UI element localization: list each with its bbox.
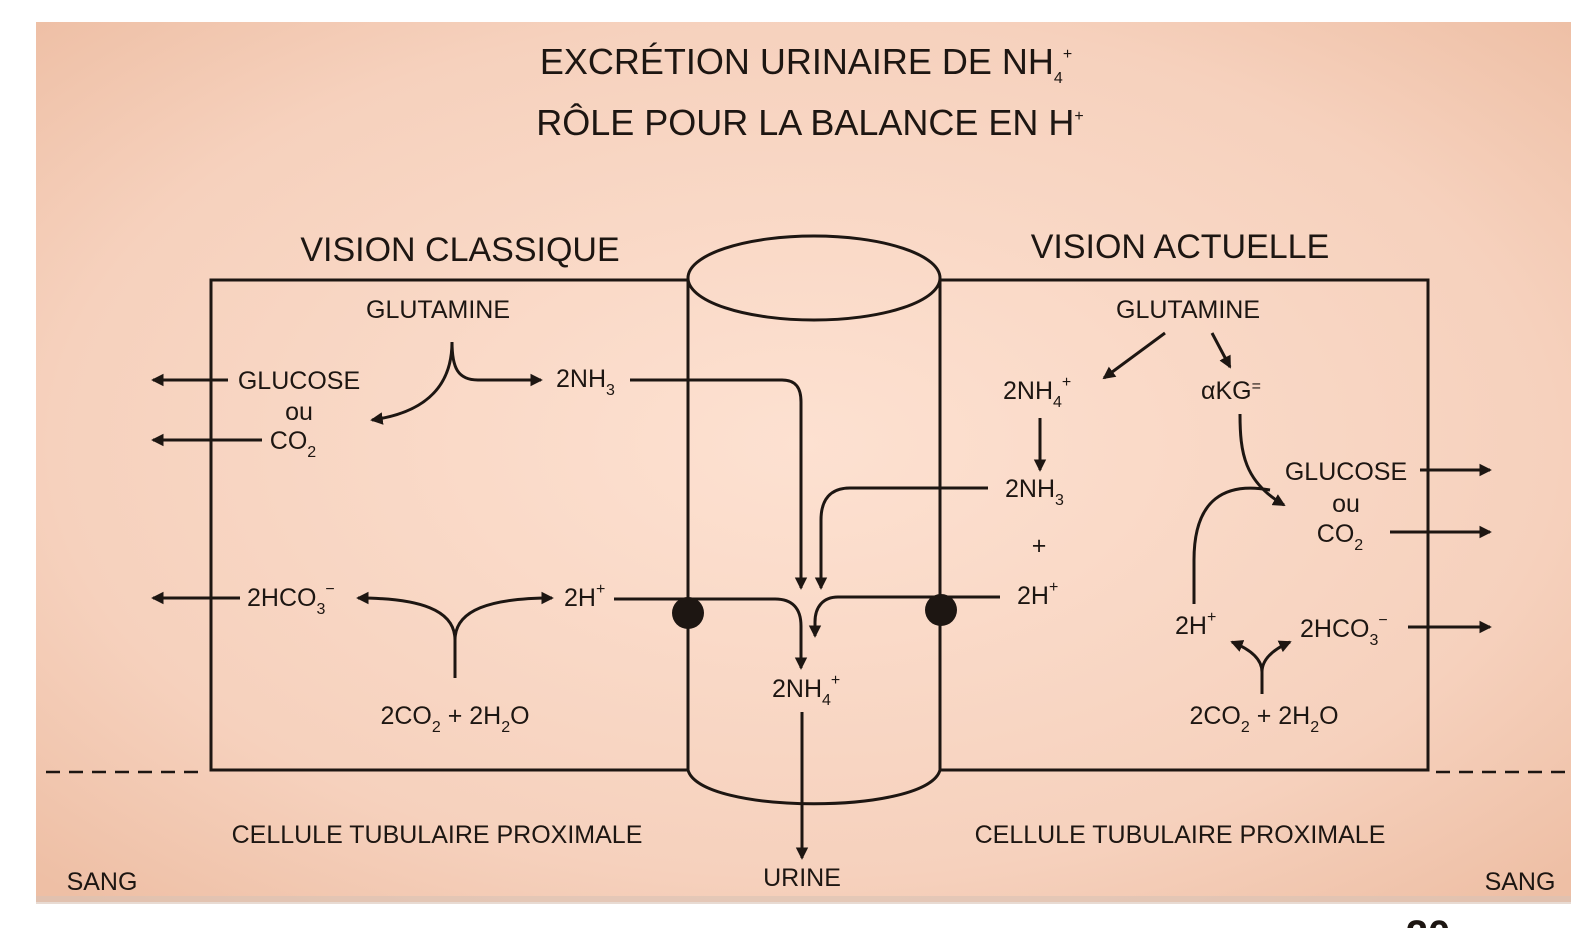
arrow-hplus-into-tubule	[614, 597, 808, 670]
left-ou-label: ou	[285, 398, 313, 426]
arrow-hplus-curve-to-glucose	[1192, 486, 1271, 604]
arrow-right-split-to-hco3	[1260, 640, 1292, 673]
transporter-dot-right	[925, 594, 957, 626]
left-nh3-label: 2NH3	[556, 365, 615, 399]
right-nh3-label: 2NH3	[1005, 475, 1064, 509]
urine-label: URINE	[763, 864, 841, 892]
transporter-dot-left	[672, 597, 704, 629]
arrow-nh3-into-tubule	[814, 486, 988, 590]
page-number: 20	[1406, 913, 1451, 928]
right-cell-box	[940, 278, 1430, 772]
right-glucose-label: GLUCOSE	[1285, 458, 1407, 486]
left-panel-heading: VISION CLASSIQUE	[300, 231, 619, 269]
right-panel-heading: VISION ACTUELLE	[1031, 228, 1330, 266]
left-reactants-label: 2CO2 + 2H2O	[380, 702, 529, 736]
right-nh4-label: 2NH4+	[1003, 374, 1071, 411]
arrow-akg-to-glucose	[1238, 413, 1286, 507]
right-akg-label: αKG=	[1201, 377, 1261, 405]
tubule-nh4-label: 2NH4+	[772, 672, 840, 709]
right-ou-label: ou	[1332, 490, 1360, 518]
left-cell-box	[209, 278, 688, 772]
left-cell-label: CELLULE TUBULAIRE PROXIMALE	[232, 821, 643, 849]
right-blood-label: SANG	[1485, 868, 1556, 896]
right-hco3-label: 2HCO3−	[1300, 612, 1388, 649]
left-glutamine-label: GLUTAMINE	[366, 296, 510, 324]
left-blood-label: SANG	[67, 868, 138, 896]
arrow-nh3-into-tubule	[630, 378, 808, 590]
right-plus-sign: +	[1032, 532, 1047, 560]
title-line-1: EXCRÉTION URINAIRE DE NH4+	[540, 41, 1072, 87]
tubule-bottom-curve	[686, 769, 942, 806]
left-glucose-label: GLUCOSE	[238, 367, 360, 395]
right-hplus-label: 2H+	[1175, 609, 1216, 640]
left-hco3-label: 2HCO3−	[247, 581, 335, 618]
arrow-hplus-into-tubule-right	[808, 595, 1000, 638]
left-hplus-label: 2H+	[564, 581, 605, 612]
right-glutamine-label: GLUTAMINE	[1116, 296, 1260, 324]
title-line-2: RÔLE POUR LA BALANCE EN H+	[536, 102, 1084, 143]
right-co2-label: CO2	[1317, 520, 1364, 554]
right-reactants-label: 2CO2 + 2H2O	[1189, 702, 1338, 736]
left-co2-label: CO2	[270, 427, 317, 461]
right-cell-label: CELLULE TUBULAIRE PROXIMALE	[975, 821, 1386, 849]
slide-edge-band	[36, 896, 1571, 904]
right-hplus-top-label: 2H+	[1017, 579, 1058, 610]
arrow-glutamine-to-akg	[1210, 332, 1232, 369]
arrow-glutamine-split-left	[370, 341, 454, 425]
arrow-glutamine-to-nh4	[1102, 331, 1166, 380]
arrow-split-to-hplus	[453, 591, 554, 641]
